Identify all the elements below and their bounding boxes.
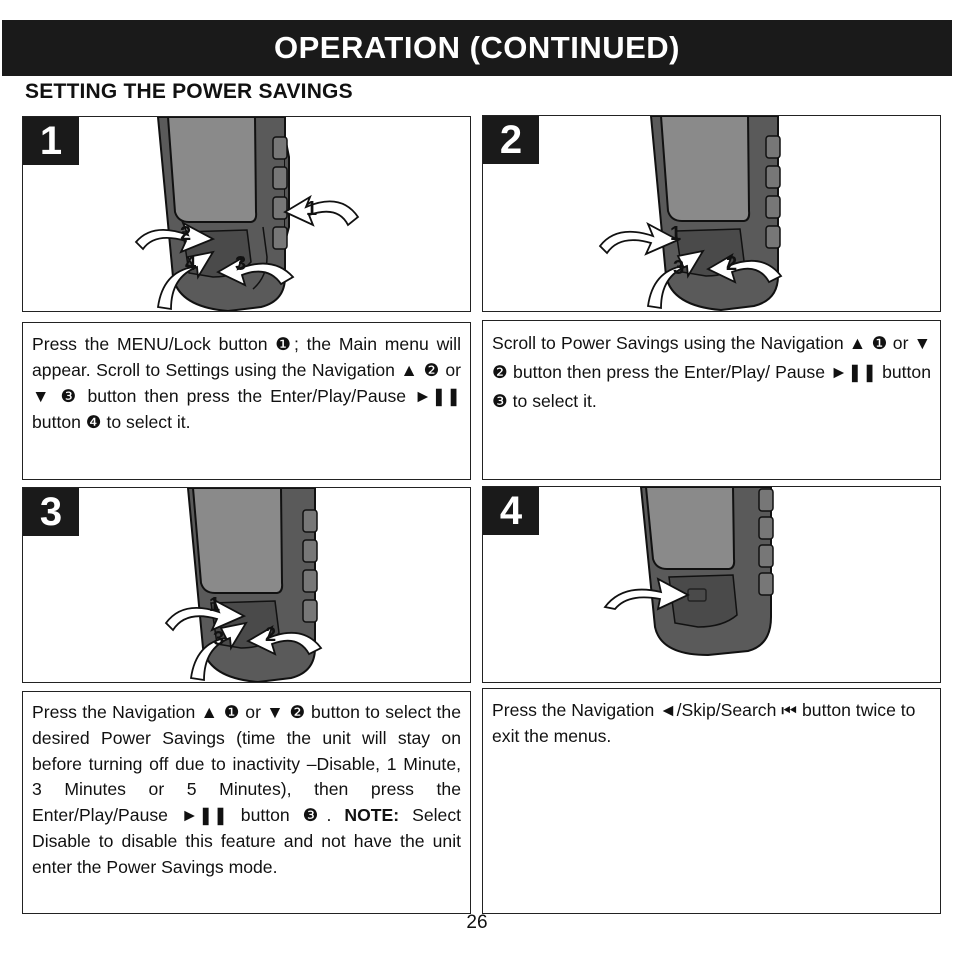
callout-3: 3	[673, 257, 684, 279]
step-4-instructions: Press the Navigation ◄/Skip/Search ⏮ but…	[482, 688, 941, 914]
step-2-illustration: 1 3 2 2	[482, 115, 941, 312]
callout-2: 2	[180, 223, 191, 245]
page-header: OPERATION (CONTINUED)	[2, 20, 952, 76]
step-4-text: Press the Navigation ◄/Skip/Search ⏮ but…	[492, 700, 916, 746]
curved-arrow-icon	[603, 577, 691, 611]
step-1-text: Press the MENU/Lock button ❶; the Main m…	[32, 334, 461, 432]
curved-arrow-icon	[706, 252, 783, 284]
step-number-badge: 1	[23, 117, 79, 165]
curved-arrow-icon	[283, 194, 360, 227]
mp3-player-device-icon: 1 3 2	[164, 488, 323, 682]
step-4-illustration: 4	[482, 486, 941, 683]
step-2-instructions: Scroll to Power Savings using the Naviga…	[482, 320, 941, 480]
callout-1: 1	[670, 223, 681, 245]
step-2-text: Scroll to Power Savings using the Naviga…	[492, 333, 931, 411]
curved-arrow-icon	[134, 221, 216, 254]
curved-arrow-icon	[216, 255, 295, 287]
curved-arrow-icon	[156, 250, 215, 311]
callout-3: 3	[213, 628, 224, 650]
note-label: NOTE:	[344, 805, 400, 826]
curved-arrow-icon	[164, 598, 247, 632]
curved-arrow-icon	[189, 621, 248, 682]
callout-2: 2	[265, 624, 276, 646]
curved-arrow-icon	[646, 249, 705, 310]
step-3-instructions: Press the Navigation ▲ ❶ or ▼ ❷ button t…	[22, 691, 471, 914]
curved-arrow-icon	[246, 624, 323, 656]
section-title: SETTING THE POWER SAVINGS	[25, 80, 353, 103]
step-1-instructions: Press the MENU/Lock button ❶; the Main m…	[22, 322, 471, 480]
step-number-badge: 2	[483, 116, 539, 164]
curved-arrow-icon	[598, 222, 681, 256]
callout-3: 3	[235, 253, 246, 275]
callout-4: 4	[185, 253, 197, 275]
page-number: 26	[466, 912, 488, 933]
step-3-text: Press the Navigation ▲ ❶ or ▼ ❷ button t…	[32, 702, 461, 826]
step-number-badge: 3	[23, 488, 79, 536]
callout-1: 1	[209, 594, 220, 616]
callout-1: 1	[306, 198, 317, 220]
page-title: OPERATION (CONTINUED)	[273, 30, 681, 65]
note-text: Select Disable to disable this feature a…	[32, 805, 462, 877]
mp3-player-device-icon: 1 2 4 3	[134, 117, 360, 311]
mp3-player-device-icon	[603, 487, 774, 657]
step-number-badge: 4	[483, 487, 539, 535]
mp3-player-device-icon: 1 3 2	[598, 116, 783, 311]
step-1-illustration: 1 2 4 3 1	[22, 116, 471, 312]
callout-2: 2	[726, 253, 737, 275]
step-3-illustration: 1 3 2 3	[22, 487, 471, 683]
